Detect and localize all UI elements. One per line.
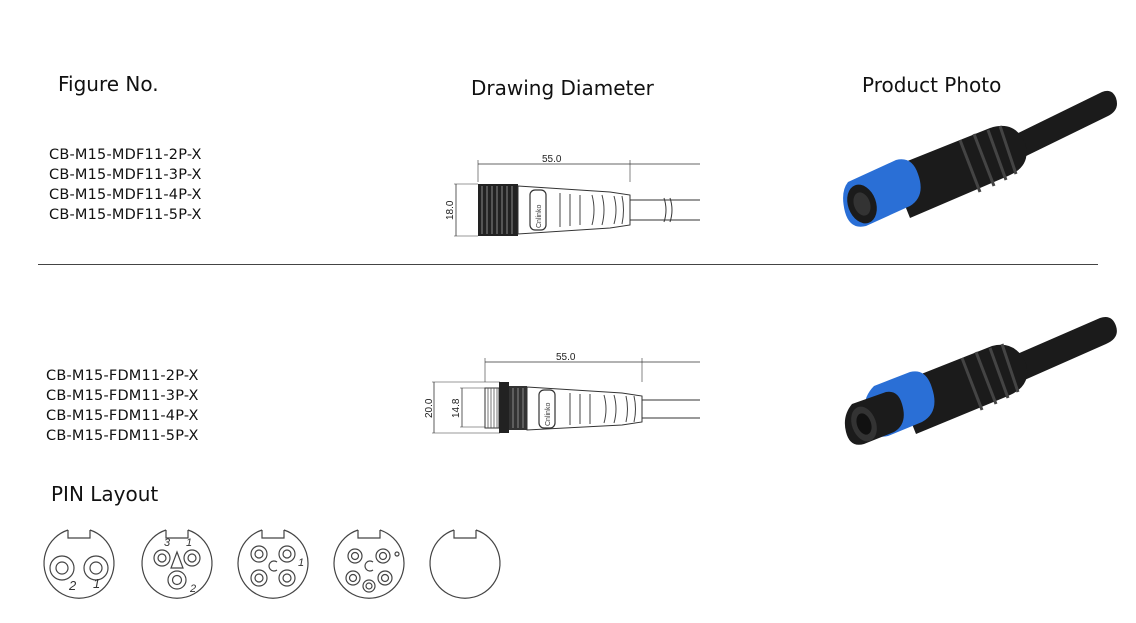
drawing-diameter-header: Drawing Diameter (471, 76, 654, 100)
part-number: CB-M15-FDM11-3P-X (46, 388, 199, 404)
pin-label: 1 (93, 576, 100, 591)
pin-layout-5p (333, 529, 405, 599)
section2-product-photo (844, 317, 1117, 445)
pin-layout-title: PIN Layout (51, 482, 159, 506)
section1-part-list: CB-M15-MDF11-2P-X CB-M15-MDF11-3P-X CB-M… (49, 145, 202, 225)
pin-label: 3 (164, 537, 171, 549)
figure-no-header: Figure No. (58, 72, 159, 96)
cable-image (1008, 317, 1117, 382)
connector-body-image (890, 125, 1027, 218)
coupling-nut (478, 184, 518, 236)
section1-drawing: 55.0 18.0 Cnlinko (445, 154, 700, 237)
section2-part-list: CB-M15-FDM11-2P-X CB-M15-FDM11-3P-X CB-M… (46, 366, 199, 446)
length-dimension: 55.0 (556, 352, 576, 363)
pin-layout-diagrams: 2 1 3 1 2 1 (43, 529, 501, 599)
pin-label: 2 (189, 583, 196, 595)
logo-text: Cnlinko (536, 205, 543, 228)
pin-layout-3p (141, 529, 213, 599)
inner-diameter-dimension: 14.8 (451, 398, 462, 418)
pin-layout-blank (429, 529, 501, 599)
logo-plate (538, 389, 556, 429)
part-number: CB-M15-FDM11-5P-X (46, 428, 199, 444)
pin-label: 2 (68, 578, 77, 593)
pin-layout-2p (43, 529, 115, 599)
diameter-dimension: 18.0 (445, 200, 456, 220)
part-number: CB-M15-FDM11-2P-X (46, 368, 199, 384)
part-number: CB-M15-MDF11-2P-X (49, 147, 202, 163)
outer-diameter-dimension: 20.0 (424, 398, 435, 418)
cable-image (1008, 90, 1117, 160)
part-number: CB-M15-MDF11-3P-X (49, 167, 202, 183)
pin-layout-4p (237, 529, 309, 599)
length-dimension: 55.0 (542, 154, 562, 165)
connector-body (526, 386, 643, 431)
logo-plate (529, 189, 547, 231)
flange-nut (499, 382, 509, 433)
pin-label: 1 (298, 557, 304, 569)
part-number: CB-M15-MDF11-4P-X (49, 187, 202, 203)
section-divider (38, 264, 1098, 265)
section1-product-photo (843, 90, 1117, 227)
product-photo-header: Product Photo (862, 73, 1002, 97)
pin-label: 1 (186, 537, 192, 549)
part-number: CB-M15-MDF11-5P-X (49, 207, 202, 223)
logo-text: Cnlinko (545, 403, 552, 426)
section2-drawing: 55.0 20.0 14.8 Cnlinko (424, 352, 700, 434)
part-number: CB-M15-FDM11-4P-X (46, 408, 199, 424)
